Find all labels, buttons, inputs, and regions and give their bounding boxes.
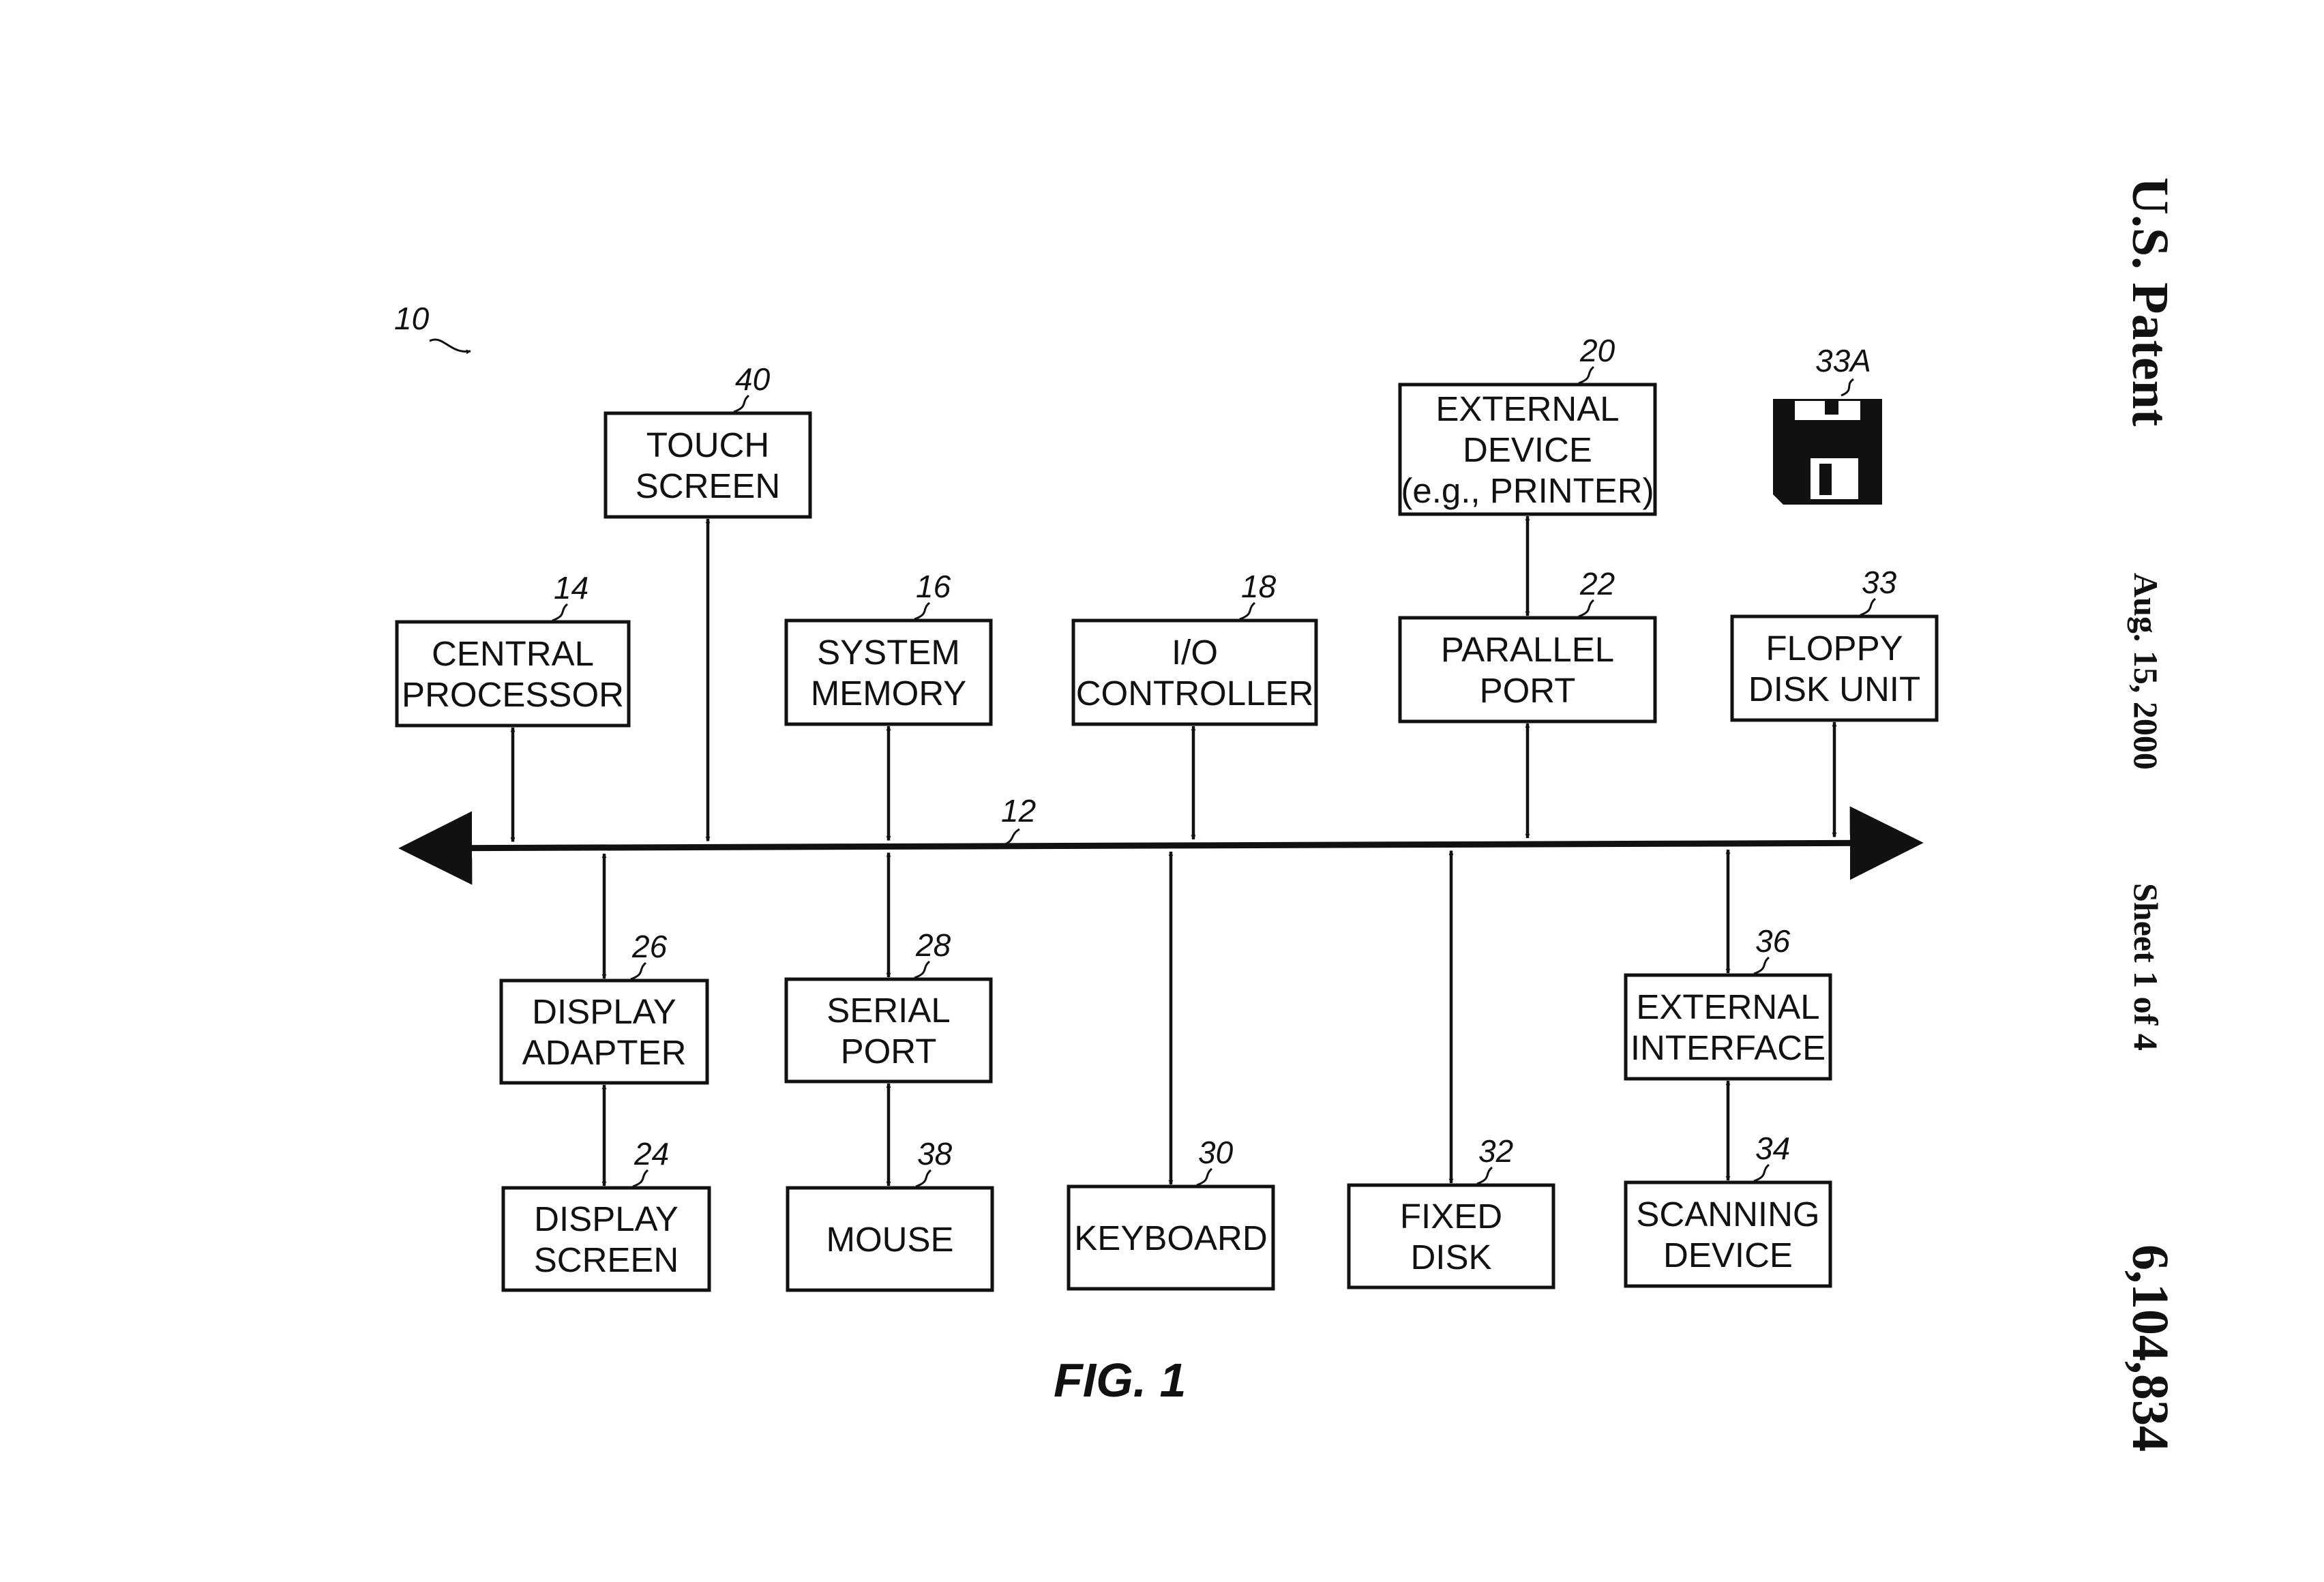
- central-processor-label-line: PROCESSOR: [402, 675, 624, 714]
- mouse-ref-leader: [916, 1170, 931, 1186]
- scanning-device-ref-numeral: 34: [1755, 1131, 1790, 1166]
- display-screen-block: DISPLAYSCREEN: [503, 1188, 709, 1290]
- keyboard-ref-numeral: 30: [1198, 1135, 1234, 1170]
- figure-caption: FIG. 1: [1054, 1354, 1186, 1407]
- mouse-block: MOUSE: [788, 1188, 992, 1290]
- io-controller-label-line: CONTROLLER: [1076, 674, 1314, 713]
- fixed-disk-block: FIXEDDISK: [1349, 1185, 1553, 1287]
- fixed-disk-label-line: DISK: [1410, 1238, 1491, 1277]
- parallel-port-ref-numeral: 22: [1579, 566, 1615, 601]
- display-screen-ref-leader: [633, 1170, 648, 1186]
- external-interface-ref-numeral: 36: [1755, 923, 1791, 959]
- display-adapter-block: DISPLAYADAPTER: [501, 981, 707, 1083]
- display-adapter-ref-leader: [631, 963, 646, 979]
- floppy-disk-unit-block: FLOPPYDISK UNIT: [1732, 616, 1937, 720]
- display-adapter-ref-numeral: 26: [631, 929, 668, 964]
- system-memory-label-line: SYSTEM: [817, 633, 960, 672]
- touch-screen-ref-numeral: 40: [735, 361, 771, 397]
- patent-sheet-number: Sheet 1 of 4: [2127, 883, 2165, 1051]
- central-processor-label-line: CENTRAL: [432, 634, 594, 673]
- external-device-label-line: (e.g., PRINTER): [1401, 471, 1654, 510]
- serial-port-ref-leader: [914, 961, 929, 978]
- external-device-label-line: DEVICE: [1463, 430, 1592, 469]
- system-memory-block: SYSTEMMEMORY: [786, 621, 991, 724]
- external-device-label-line: EXTERNAL: [1435, 389, 1619, 428]
- parallel-port-block: PARALLELPORT: [1400, 618, 1655, 721]
- external-device-ref-leader: [1579, 367, 1594, 383]
- external-device-ref-numeral: 20: [1579, 333, 1615, 368]
- serial-port-label-line: SERIAL: [826, 991, 950, 1030]
- keyboard-label-line: KEYBOARD: [1074, 1219, 1267, 1257]
- fixed-disk-ref-numeral: 32: [1478, 1133, 1513, 1169]
- fixed-disk-label-line: FIXED: [1400, 1197, 1502, 1236]
- external-interface-label-line: EXTERNAL: [1636, 987, 1819, 1026]
- central-processor-ref-numeral: 14: [554, 570, 589, 606]
- touch-screen-ref-leader: [734, 395, 749, 412]
- touch-screen-label-line: TOUCH: [646, 426, 769, 464]
- component-boxes: CENTRALPROCESSORTOUCHSCREENSYSTEMMEMORYI…: [397, 385, 1937, 1290]
- display-screen-label-line: SCREEN: [534, 1240, 679, 1279]
- diskette-ref-leader: [1841, 379, 1853, 395]
- system-memory-label-line: MEMORY: [811, 674, 967, 713]
- floppy-disk-unit-label-line: DISK UNIT: [1748, 670, 1920, 708]
- io-controller-label-line: I/O: [1172, 633, 1218, 672]
- io-controller-block: I/OCONTROLLER: [1073, 621, 1316, 724]
- patent-date: Aug. 15, 2000: [2127, 573, 2165, 770]
- floppy-diskette-icon: [1773, 399, 1882, 505]
- diskette-ref-label: 33A: [1815, 343, 1871, 378]
- floppy-disk-unit-ref-leader: [1860, 599, 1875, 615]
- patent-office-title: U.S. Patent: [2121, 177, 2179, 426]
- display-screen-ref-numeral: 24: [634, 1136, 669, 1171]
- external-device-block: EXTERNALDEVICE(e.g., PRINTER): [1400, 385, 1655, 514]
- serial-port-block: SERIALPORT: [786, 979, 991, 1081]
- scanning-device-ref-leader: [1754, 1165, 1769, 1181]
- system-ref-label: 10: [394, 301, 430, 336]
- external-interface-block: EXTERNALINTERFACE: [1626, 975, 1830, 1079]
- scanning-device-label-line: DEVICE: [1663, 1236, 1793, 1274]
- patent-number: 6,104,834: [2121, 1244, 2179, 1452]
- parallel-port-label-line: PARALLEL: [1441, 630, 1614, 669]
- mouse-label-line: MOUSE: [826, 1220, 953, 1259]
- external-interface-ref-leader: [1754, 957, 1769, 974]
- keyboard-ref-leader: [1197, 1169, 1212, 1185]
- floppy-disk-unit-ref-numeral: 33: [1862, 565, 1897, 600]
- display-screen-label-line: DISPLAY: [534, 1199, 679, 1238]
- io-controller-ref-leader: [1240, 603, 1255, 619]
- central-processor-ref-leader: [552, 604, 567, 621]
- scanning-device-block: SCANNINGDEVICE: [1626, 1182, 1830, 1286]
- display-adapter-label-line: DISPLAY: [532, 992, 676, 1031]
- serial-port-ref-numeral: 28: [915, 927, 951, 963]
- system-memory-ref-leader: [914, 603, 929, 619]
- fixed-disk-ref-leader: [1477, 1167, 1492, 1184]
- central-processor-block: CENTRALPROCESSOR: [397, 622, 629, 726]
- parallel-port-label-line: PORT: [1480, 671, 1576, 710]
- touch-screen-block: TOUCHSCREEN: [606, 413, 810, 517]
- bus-ref-label: 12: [1001, 793, 1036, 829]
- floppy-disk-unit-label-line: FLOPPY: [1766, 629, 1903, 668]
- io-controller-ref-numeral: 18: [1241, 569, 1277, 604]
- system-ref-leader: [430, 340, 471, 352]
- serial-port-label-line: PORT: [841, 1032, 937, 1071]
- mouse-ref-numeral: 38: [917, 1136, 953, 1171]
- display-adapter-label-line: ADAPTER: [522, 1033, 687, 1072]
- scanning-device-label-line: SCANNING: [1636, 1195, 1819, 1234]
- keyboard-block: KEYBOARD: [1069, 1186, 1273, 1289]
- system-memory-ref-numeral: 16: [916, 569, 951, 604]
- system-bus: [406, 843, 1916, 848]
- touch-screen-label-line: SCREEN: [636, 466, 781, 505]
- parallel-port-ref-leader: [1579, 600, 1594, 616]
- external-interface-label-line: INTERFACE: [1630, 1028, 1826, 1067]
